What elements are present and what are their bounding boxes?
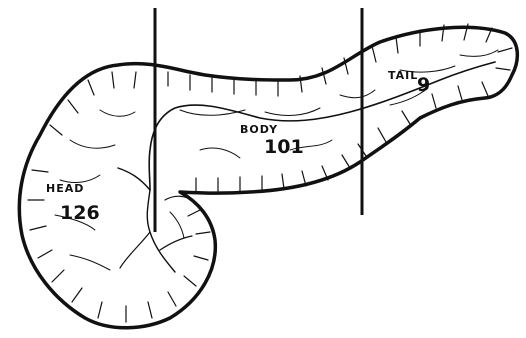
head-label: HEAD	[46, 183, 84, 194]
body-label: BODY	[240, 124, 278, 135]
head-count: 126	[60, 204, 100, 223]
tail-count: 9	[417, 76, 430, 95]
body-count: 101	[264, 138, 304, 157]
tail-label: TAIL	[388, 70, 418, 81]
pancreas-outline	[19, 27, 517, 327]
